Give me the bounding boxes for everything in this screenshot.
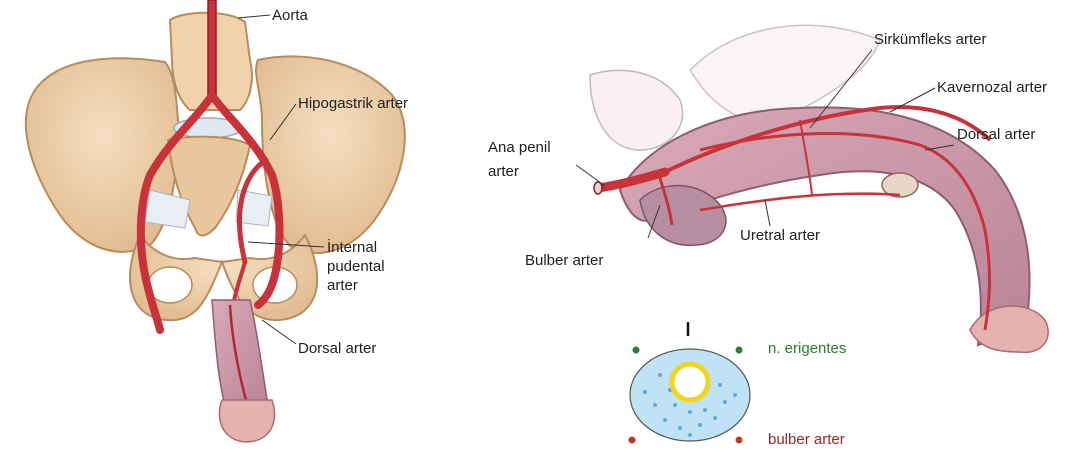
cross-section-diagram — [629, 322, 751, 444]
label-circumflex-artery: Sirkümfleks arter — [874, 30, 987, 49]
label-main-penile-line2: arter — [488, 162, 551, 181]
label-bulbar-artery: Bulber arter — [525, 251, 603, 270]
label-dorsal-artery-right: Dorsal arter — [957, 125, 1035, 144]
label-internal-pudendal-artery: İnternal pudental arter — [327, 238, 385, 295]
glans-left-fig — [219, 400, 274, 442]
artery-dot-left — [629, 437, 636, 444]
nerve-dot-left — [633, 347, 640, 354]
penis-side-figure — [590, 25, 1048, 352]
label-nerve-erigentes: n. erigentes — [768, 339, 846, 358]
urethral-artery — [700, 194, 900, 210]
artery-cut-end — [594, 182, 602, 194]
artery-dot-right — [736, 437, 743, 444]
label-hypogastric-artery: Hipogastrik arter — [298, 94, 408, 113]
label-urethral-artery: Uretral arter — [740, 226, 820, 245]
label-main-penile-line1: Ana penil — [488, 138, 551, 157]
label-dorsal-artery-left: Dorsal arter — [298, 339, 376, 355]
urethra-ring — [672, 364, 708, 400]
label-bulbar-artery-cross: bulber arter — [768, 430, 845, 449]
label-main-penile-artery: Ana penil arter — [488, 138, 551, 181]
label-internal-pudendal-line1: İnternal — [327, 238, 385, 257]
aorta-vessel — [208, 0, 216, 100]
nerve-dot-right — [736, 347, 743, 354]
label-cavernosal-artery: Kavernozal arter — [937, 78, 1047, 97]
label-aorta: Aorta — [272, 6, 308, 25]
pelvic-outline — [590, 70, 683, 150]
pelvis-figure — [26, 0, 405, 442]
label-internal-pudendal-line2: pudental — [327, 257, 385, 276]
label-internal-pudendal-line3: arter — [327, 276, 385, 295]
pubic-outline — [690, 25, 880, 121]
